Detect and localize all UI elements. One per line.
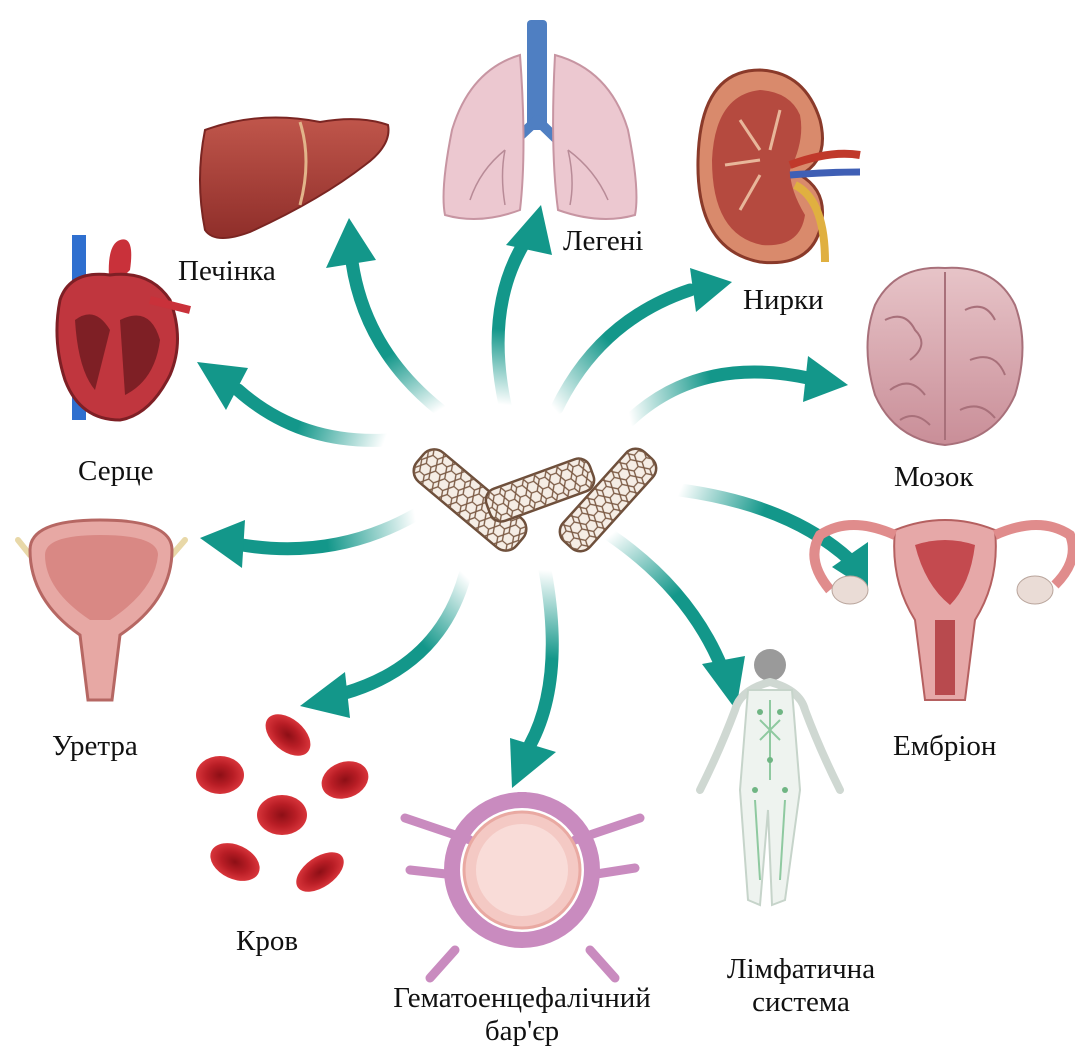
arrow-to-brain [630,356,848,420]
label-lymphatic-system: Лімфатична система [706,953,896,1020]
kidney-icon [698,70,860,263]
label-embryo: Ембріон [893,730,996,763]
brain-icon [868,268,1023,445]
arrow-to-urethra [200,515,415,568]
label-lungs: Легені [563,225,643,258]
label-lymphatic-line1: Лімфатична [706,953,896,986]
arrow-to-blood-brain-barrier [510,570,556,788]
label-bbb-line1: Гематоенцефалічний [362,982,682,1015]
label-heart: Серце [78,455,153,488]
heart-icon [57,235,190,420]
label-urethra: Уретра [52,730,138,763]
label-kidney: Нирки [743,284,824,317]
label-blood: Кров [236,925,298,958]
arrow-to-embryo [680,490,868,590]
blood-brain-barrier-icon [405,792,640,978]
red-blood-cells-icon [196,706,374,900]
arrow-to-lungs [498,205,552,405]
arrow-to-lymphatic-system [610,535,745,710]
arrow-to-blood [300,575,465,718]
label-bbb-line2: бар'єр [362,1015,682,1048]
arrow-to-heart [197,362,388,440]
arrow-to-liver [326,218,440,410]
label-blood-brain-barrier: Гематоенцефалічний бар'єр [362,982,682,1049]
uterus-icon [814,520,1072,700]
bladder-icon [18,520,185,700]
arrow-to-kidney [557,268,732,408]
label-lymphatic-line2: система [706,986,896,1019]
label-brain: Мозок [894,461,973,494]
liver-icon [200,118,389,239]
lungs-icon [444,20,637,219]
label-liver: Печінка [178,255,276,288]
